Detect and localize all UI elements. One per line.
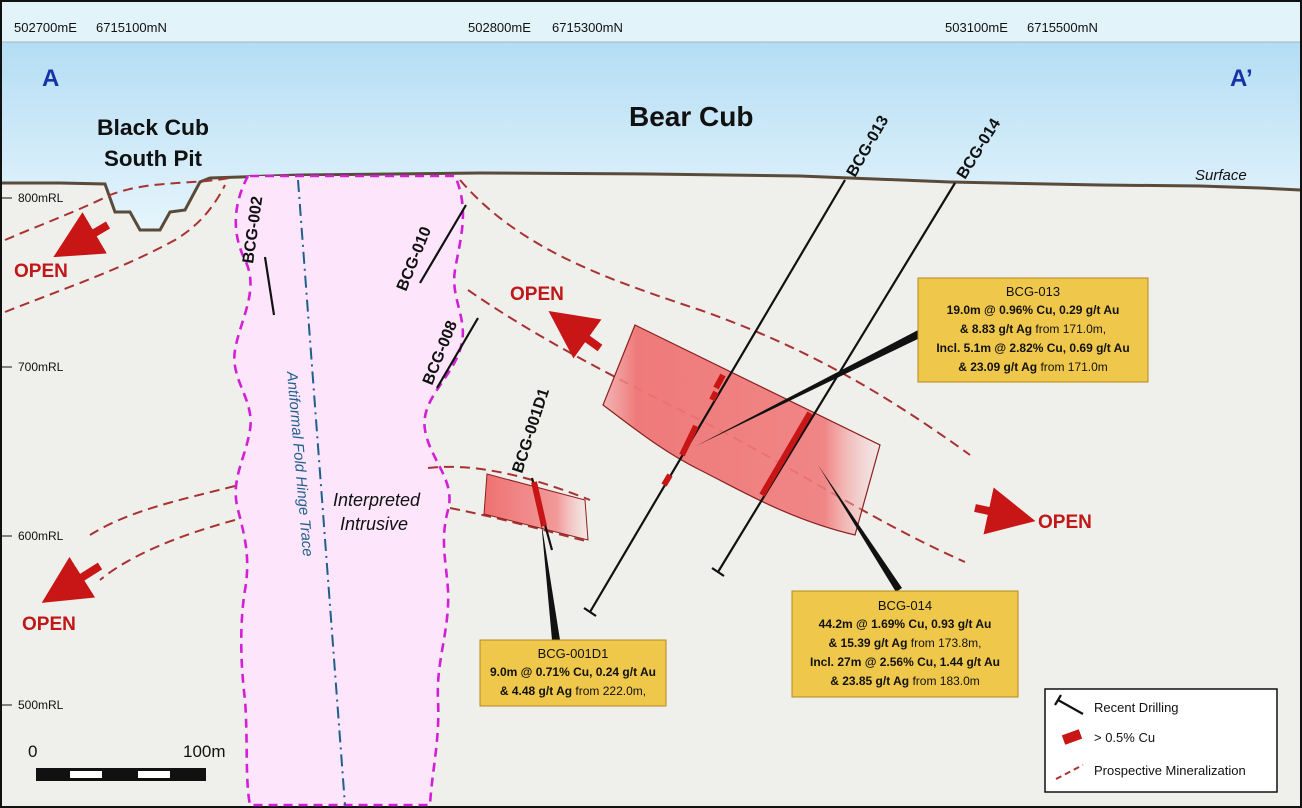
drillhole-bcg002: [263, 256, 276, 316]
callout-bcg014-line-2: & 15.39 g/t Ag from 173.8m,: [829, 636, 982, 650]
callout-bcg001d1: BCG-001D1 9.0m @ 0.71% Cu, 0.24 g/t Au &…: [479, 639, 667, 707]
intrusive-label-2: Intrusive: [340, 514, 408, 534]
callout-bcg013: BCG-013 19.0m @ 0.96% Cu, 0.29 g/t Au & …: [917, 277, 1149, 383]
callout-bcg001d1-title: BCG-001D1: [538, 646, 609, 661]
scale-bar: 0 100m: [28, 742, 226, 781]
black-cub-label-1: Black Cub: [97, 115, 209, 140]
callout-bcg013-line-1: 19.0m @ 0.96% Cu, 0.29 g/t Au: [947, 303, 1120, 317]
callout-bcg014-line-1: 44.2m @ 1.69% Cu, 0.93 g/t Au: [819, 617, 992, 631]
coord-n-3: 6715500mN: [1027, 20, 1098, 35]
coord-n-2: 6715300mN: [552, 20, 623, 35]
high-grade-intercepts: [531, 373, 813, 527]
rl-label-500: 500mRL: [18, 698, 64, 712]
coordinate-labels: 502700mE 6715100mN 502800mE 6715300mN 50…: [14, 20, 1098, 35]
bear-cub-label: Bear Cub: [629, 101, 753, 132]
mineralized-zone-main: [602, 324, 881, 536]
callout-bcg014: BCG-014 44.2m @ 1.69% Cu, 0.93 g/t Au & …: [791, 590, 1019, 698]
mineralized-zone-bcg001d1: [483, 473, 589, 541]
scale-end-label: 100m: [183, 742, 226, 761]
callout-bcg014-line-3: Incl. 27m @ 2.56% Cu, 1.44 g/t Au: [810, 655, 1000, 669]
callout-bcg013-line-2: & 8.83 g/t Ag from 171.0m,: [960, 322, 1106, 336]
prospective-mineralization-lines: [4, 177, 971, 581]
coord-e-2: 502800mE: [468, 20, 531, 35]
coord-n-1: 6715100mN: [96, 20, 167, 35]
scale-start-label: 0: [28, 742, 37, 761]
open-label-1: OPEN: [14, 261, 68, 282]
rl-label-600: 600mRL: [18, 529, 64, 543]
legend: Recent Drilling > 0.5% Cu Prospective Mi…: [1044, 688, 1278, 793]
intrusive-body: [233, 174, 465, 807]
coord-e-3: 503100mE: [945, 20, 1008, 35]
drillhole-bcg010: [419, 204, 467, 284]
open-label-4: OPEN: [22, 614, 76, 635]
rl-axis: [2, 197, 12, 706]
callout-leaders: [541, 328, 924, 640]
surface-line: [2, 171, 1301, 232]
intrusive-label-1: Interpreted: [333, 490, 421, 510]
rl-label-800: 800mRL: [18, 191, 64, 205]
callout-bcg014-title: BCG-014: [878, 598, 932, 613]
section-end-label: A’: [1230, 65, 1253, 92]
coord-e-1: 502700mE: [14, 20, 77, 35]
black-cub-label-2: South Pit: [104, 146, 203, 171]
callout-bcg013-line-3: Incl. 5.1m @ 2.82% Cu, 0.69 g/t Au: [936, 341, 1129, 355]
callout-bcg013-title: BCG-013: [1006, 284, 1060, 299]
open-label-3: OPEN: [1038, 512, 1092, 533]
callout-bcg013-line-4: & 23.09 g/t Ag from 171.0m: [958, 360, 1108, 374]
legend-item-cu: > 0.5% Cu: [1094, 730, 1155, 745]
fold-hinge-trace: [297, 179, 346, 806]
callout-bcg001d1-line-2: & 4.48 g/t Ag from 222.0m,: [500, 684, 646, 698]
sky: [2, 2, 1300, 230]
legend-item-mineralization: Prospective Mineralization: [1094, 763, 1246, 778]
callout-bcg014-line-4: & 23.85 g/t Ag from 183.0m: [830, 674, 980, 688]
legend-item-drilling: Recent Drilling: [1094, 700, 1179, 715]
rl-label-700: 700mRL: [18, 360, 64, 374]
surface-label: Surface: [1195, 167, 1247, 184]
callout-bcg001d1-line-1: 9.0m @ 0.71% Cu, 0.24 g/t Au: [490, 665, 656, 679]
section-start-label: A: [42, 65, 59, 92]
open-label-2: OPEN: [510, 284, 564, 305]
open-arrows: [41, 212, 1036, 603]
drillhole-bcg008: [436, 317, 479, 389]
drillhole-bcg013: [589, 179, 846, 613]
